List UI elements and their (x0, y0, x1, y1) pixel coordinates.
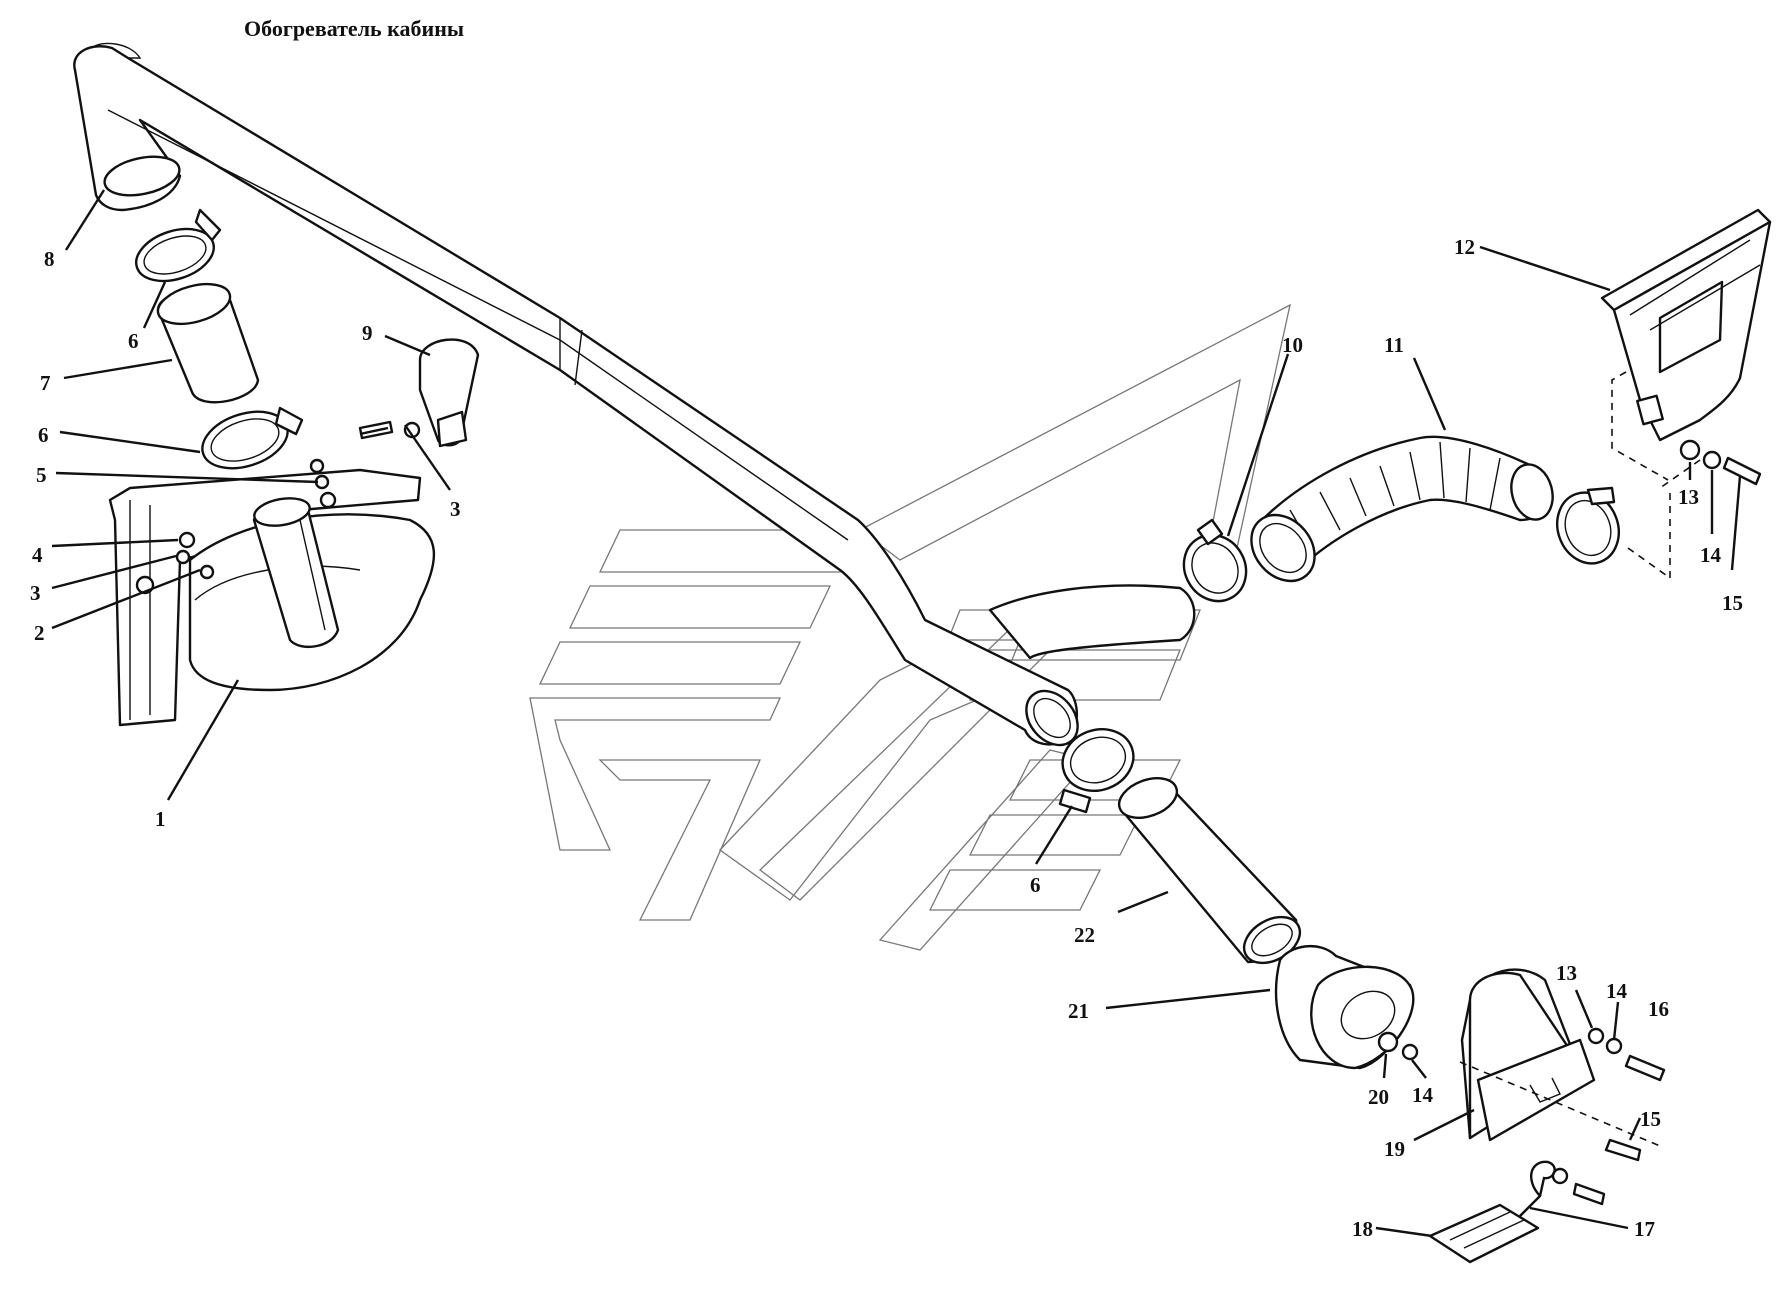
clamp-10 (1182, 518, 1248, 603)
callout-16: 16 (1648, 997, 1669, 1021)
plate-18 (1428, 1203, 1540, 1264)
bracket-19 (1459, 968, 1661, 1147)
callout-22: 22 (1074, 923, 1095, 947)
callout-3: 3 (450, 497, 461, 521)
callout-13: 13 (1556, 961, 1577, 985)
callout-2: 2 (34, 621, 45, 645)
fasteners-near-19 (1377, 1027, 1666, 1206)
callout-3: 3 (30, 581, 41, 605)
callout-8: 8 (44, 247, 55, 271)
bracket-9 (418, 338, 480, 448)
sleeve-7 (156, 282, 260, 404)
callout-4: 4 (32, 543, 43, 567)
callout-15: 15 (1640, 1107, 1661, 1131)
callout-14: 14 (1700, 543, 1722, 567)
main-duct-pipe (73, 42, 1196, 747)
clamp-6-top (135, 208, 222, 283)
diagram-title: Обогреватель кабины (244, 16, 465, 41)
callout-7: 7 (40, 371, 51, 395)
clamp-6-middle (201, 406, 304, 470)
callout-11: 11 (1384, 333, 1404, 357)
clip-17 (1519, 1160, 1556, 1217)
callout-14: 14 (1606, 979, 1628, 1003)
heater-body-1 (108, 468, 436, 727)
leader-lines (51, 189, 1742, 1238)
callout-19: 19 (1384, 1137, 1405, 1161)
clamp-6-lower (1058, 728, 1135, 814)
callout-1: 1 (155, 807, 166, 831)
corrugated-hose-11 (1250, 435, 1554, 583)
callout-14: 14 (1412, 1083, 1434, 1107)
callout-10: 10 (1282, 333, 1303, 357)
callout-9: 9 (362, 321, 373, 345)
callout-18: 18 (1352, 1217, 1373, 1241)
callout-15: 15 (1722, 591, 1743, 615)
fasteners-13-14-15-top (1679, 439, 1762, 486)
callout-21: 21 (1068, 999, 1089, 1023)
callout-12: 12 (1454, 235, 1475, 259)
callout-6: 6 (128, 329, 139, 353)
callout-13: 13 (1678, 485, 1699, 509)
callout-6: 6 (1030, 873, 1041, 897)
callout-20: 20 (1368, 1085, 1389, 1109)
callout-17: 17 (1634, 1217, 1655, 1241)
heater-fasteners (135, 420, 421, 595)
callout-6: 6 (38, 423, 49, 447)
callout-5: 5 (36, 463, 47, 487)
air-outlet-12 (1600, 208, 1772, 579)
clamp-right (1556, 486, 1620, 565)
callout-labels: 8 6 7 6 5 4 3 2 1 9 3 10 11 12 13 14 15 … (30, 235, 1743, 1241)
sleeve-22 (1117, 777, 1302, 965)
